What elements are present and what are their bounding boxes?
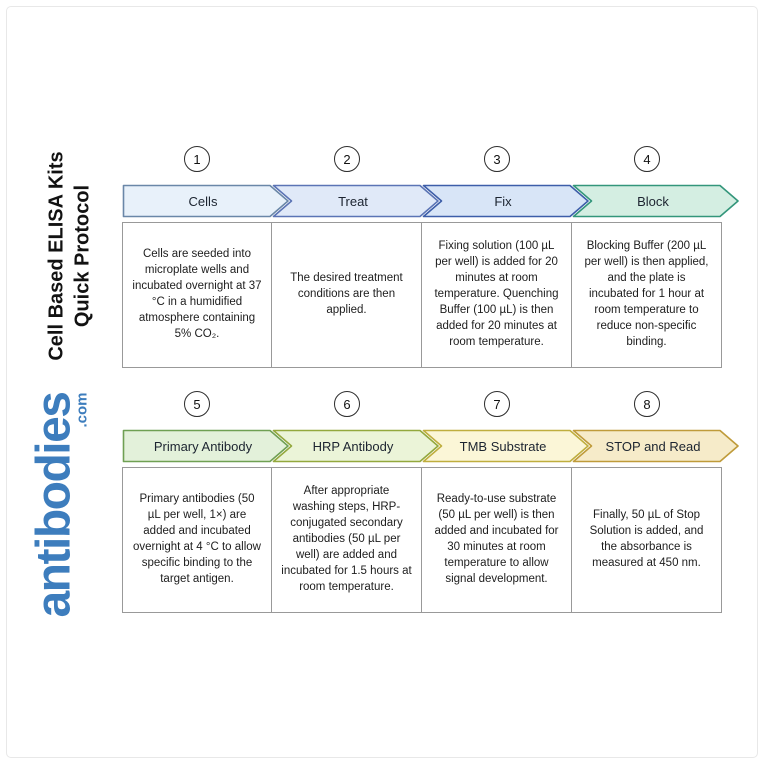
step-4-title: Block — [637, 193, 669, 209]
step-1-number-badge: 1 — [184, 146, 210, 172]
step-4-banner: Block — [572, 184, 740, 218]
step-6-arrow-icon — [272, 429, 439, 463]
step-8-title: STOP and Read — [605, 438, 701, 454]
step-3-banner: Fix — [422, 184, 590, 218]
brand-name: antibodies — [27, 392, 81, 618]
protocol-title-line1: Cell Based ELISA Kits — [45, 151, 68, 361]
step-6-banner: HRP Antibody — [272, 429, 440, 463]
step-5: 5 Primary Antibody Primary antibodies (5… — [122, 391, 289, 619]
step-4-description: Blocking Buffer (200 µL per well) is the… — [572, 222, 722, 368]
step-8-banner: STOP and Read — [572, 429, 740, 463]
step-7-banner: TMB Substrate — [422, 429, 590, 463]
protocol-row-2: 5 Primary Antibody Primary antibodies (5… — [122, 391, 739, 619]
step-5-arrow-icon — [122, 429, 289, 463]
step-5-banner: Primary Antibody — [122, 429, 290, 463]
step-7-description: Ready-to-use substrate (50 µL per well) … — [422, 467, 572, 613]
step-3-description: Fixing solution (100 µL per well) is add… — [422, 222, 572, 368]
step-7-arrow-icon — [422, 429, 589, 463]
step-4-number-badge: 4 — [634, 146, 660, 172]
step-6-description: After appropriate washing steps, HRP-con… — [272, 467, 422, 613]
step-2-description: The desired treatment conditions are the… — [272, 222, 422, 368]
step-3-number-badge: 3 — [484, 146, 510, 172]
step-6-title: HRP Antibody — [312, 438, 394, 454]
step-8-description: Finally, 50 µL of Stop Solution is added… — [572, 467, 722, 613]
protocol-row-1: 1 Cells Cells are seeded into microplate… — [122, 146, 739, 374]
step-4-arrow-icon — [572, 184, 739, 218]
step-6: 6 HRP Antibody After appropriate washing… — [272, 391, 439, 619]
step-3-title: Fix — [494, 193, 512, 209]
step-8-arrow-icon — [572, 429, 739, 463]
step-3-arrow-icon — [422, 184, 589, 218]
step-6-number-badge: 6 — [334, 391, 360, 417]
step-2-banner: Treat — [272, 184, 440, 218]
step-2-arrow-icon — [272, 184, 439, 218]
step-2: 2 Treat The desired treatment conditions… — [272, 146, 439, 374]
step-2-number-badge: 2 — [334, 146, 360, 172]
step-7-number-badge: 7 — [484, 391, 510, 417]
protocol-title: Cell Based ELISA Kits Quick Protocol — [44, 151, 97, 360]
page-frame — [6, 6, 758, 758]
step-1-title: Cells — [188, 193, 218, 209]
step-2-title: Treat — [338, 193, 368, 209]
step-8-number-badge: 8 — [634, 391, 660, 417]
step-1-banner: Cells — [122, 184, 290, 218]
step-1: 1 Cells Cells are seeded into microplate… — [122, 146, 289, 374]
step-7-title: TMB Substrate — [459, 438, 547, 454]
step-1-arrow-icon — [122, 184, 289, 218]
brand-logo: antibodies .com — [27, 392, 91, 618]
step-7: 7 TMB Substrate Ready-to-use substrate (… — [422, 391, 589, 619]
step-5-description: Primary antibodies (50 µL per well, 1×) … — [122, 467, 272, 613]
protocol-title-line2: Quick Protocol — [72, 184, 94, 328]
step-1-description: Cells are seeded into microplate wells a… — [122, 222, 272, 368]
step-8: 8 STOP and Read Finally, 50 µL of Stop S… — [572, 391, 739, 619]
step-5-number-badge: 5 — [184, 391, 210, 417]
step-5-title: Primary Antibody — [153, 438, 253, 454]
step-4: 4 Block Blocking Buffer (200 µL per well… — [572, 146, 739, 374]
step-3: 3 Fix Fixing solution (100 µL per well) … — [422, 146, 589, 374]
